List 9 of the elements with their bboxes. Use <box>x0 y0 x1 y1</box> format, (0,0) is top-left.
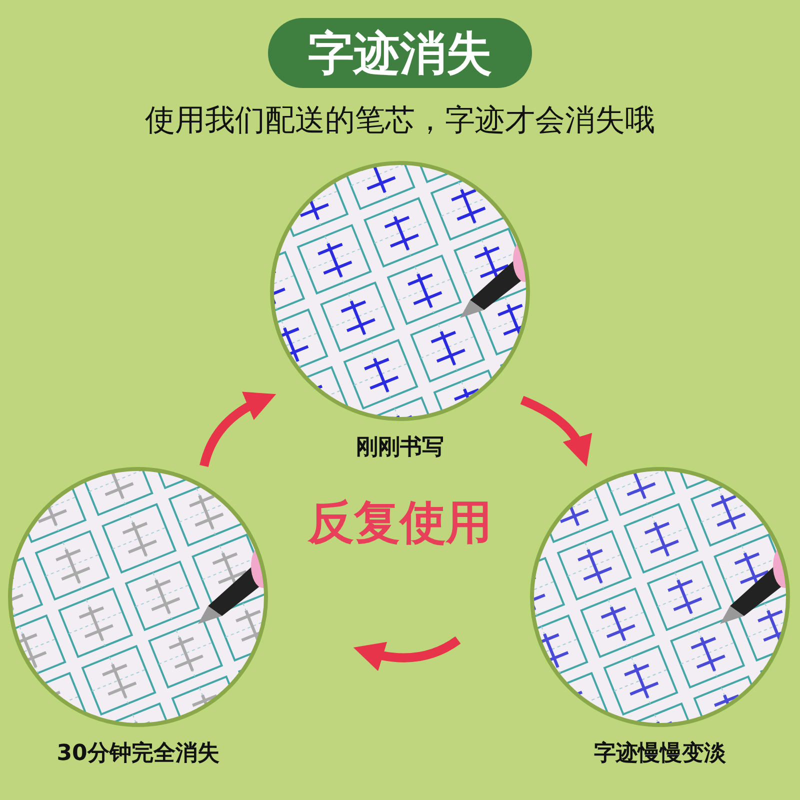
arrow <box>200 392 276 468</box>
title-banner: 字迹消失 <box>268 18 532 88</box>
subtitle: 使用我们配送的笔芯，字迹才会消失哦 <box>144 102 656 140</box>
step-label: 30分钟完全消失 <box>56 740 220 768</box>
step-label: 刚刚书写 <box>355 434 445 462</box>
arrow <box>353 636 461 671</box>
step-label: 字迹慢慢变淡 <box>593 740 727 768</box>
arrow <box>520 396 592 466</box>
cycle-label: 反复使用 <box>306 494 493 551</box>
